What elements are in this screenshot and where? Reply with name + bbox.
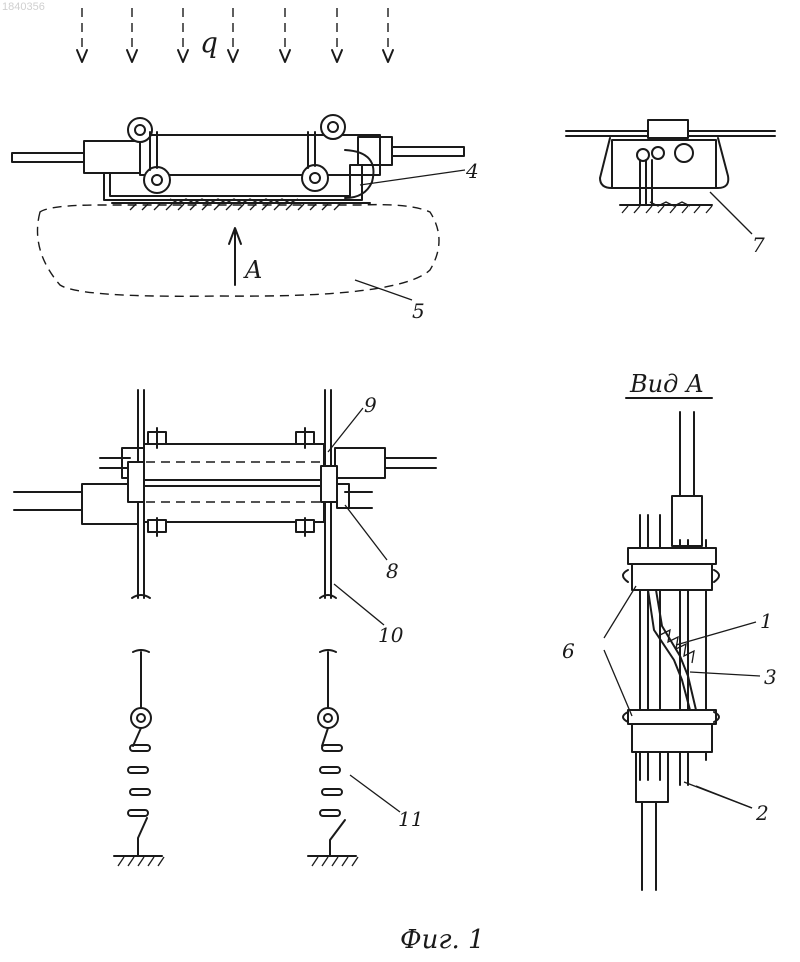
figure-caption: Фиг. 1 (400, 925, 485, 955)
plan-view (14, 390, 436, 625)
label-5: 5 (412, 299, 425, 323)
label-3: 3 (764, 665, 777, 689)
load-symbol: q (200, 26, 218, 59)
load-arrows (77, 8, 393, 62)
body-5-outline (38, 205, 440, 297)
side-view-assembly (12, 115, 465, 210)
spring-support-right (308, 650, 400, 866)
doc-number: 1840356 (2, 1, 45, 13)
label-11: 11 (398, 807, 423, 831)
spring-support-left (114, 650, 164, 866)
label-1: 1 (760, 609, 773, 633)
view-title: Вид А (629, 370, 704, 398)
label-9: 9 (364, 393, 377, 417)
label-4: 4 (465, 159, 479, 183)
label-8: 8 (386, 559, 399, 583)
label-7: 7 (752, 233, 765, 257)
end-view (566, 120, 775, 234)
view-a-assembly (604, 412, 760, 890)
label-10: 10 (378, 623, 404, 647)
view-arrow-letter: A (243, 256, 262, 284)
label-2: 2 (755, 801, 769, 825)
label-6: 6 (562, 639, 575, 663)
